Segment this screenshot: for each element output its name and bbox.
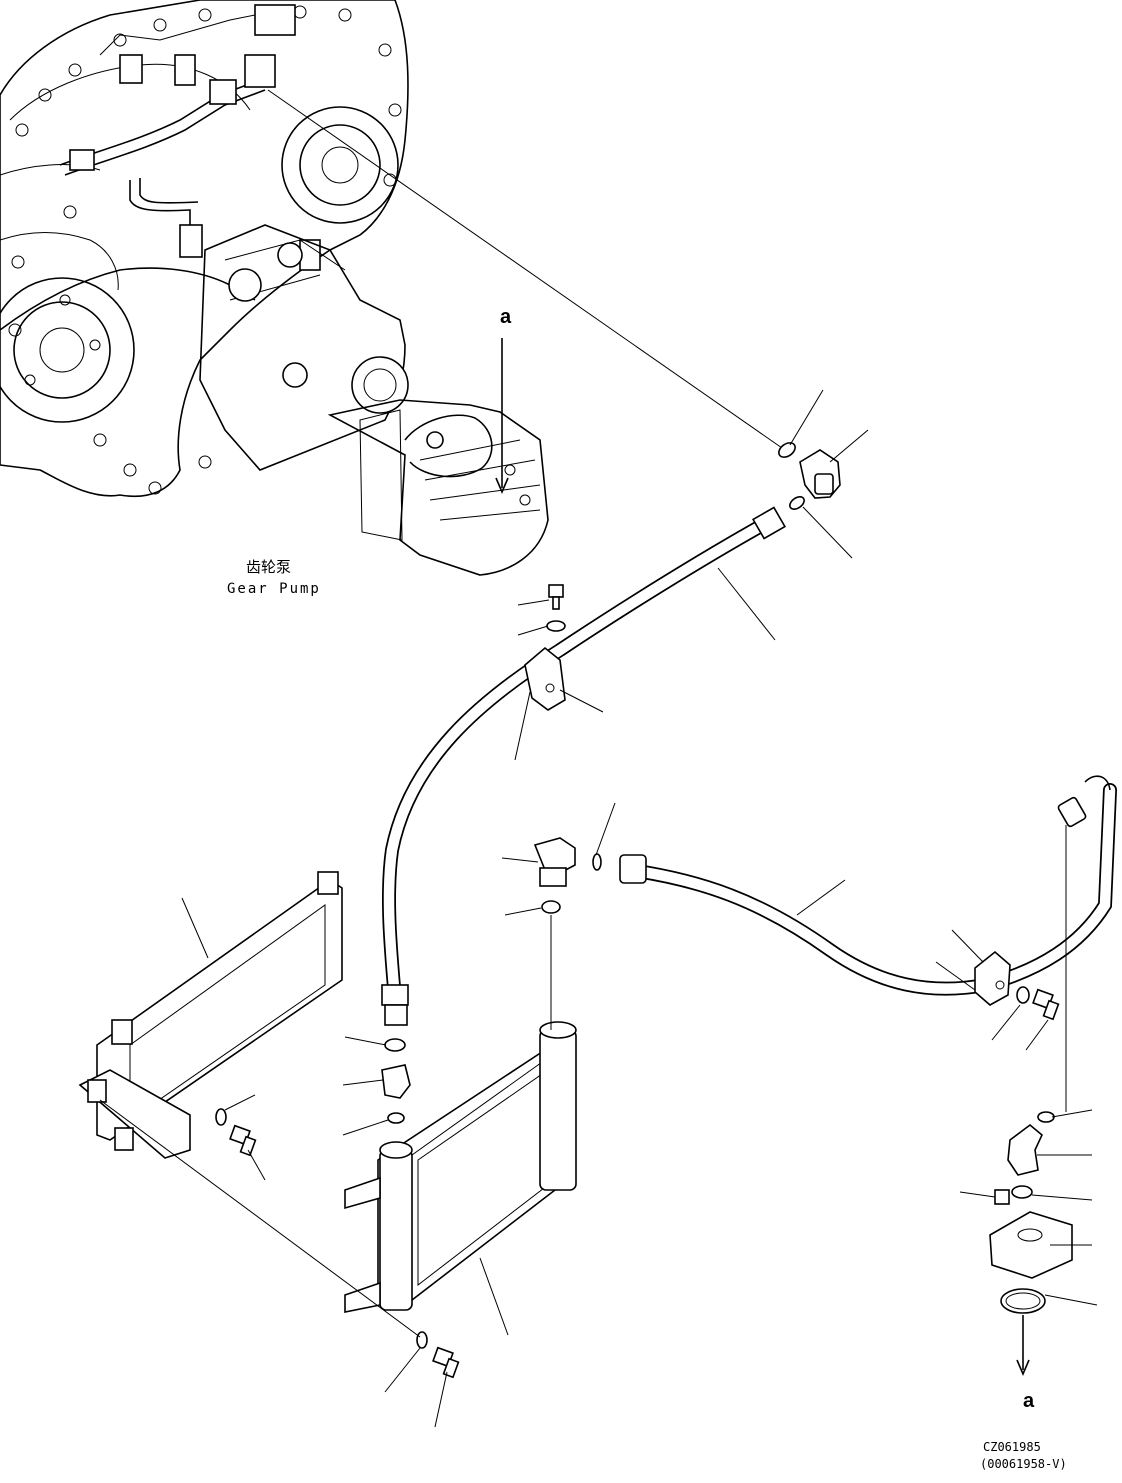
main-pump xyxy=(199,224,409,471)
middle-elbow-fitting xyxy=(533,837,602,914)
clamp-upper xyxy=(524,646,566,711)
radiator-connector-fittings xyxy=(381,1038,411,1124)
lower-hose xyxy=(619,775,1117,996)
upper-elbow-fitting xyxy=(778,442,841,510)
bolt-and-washer-clamp-lower xyxy=(1016,986,1060,1021)
mounting-bracket xyxy=(78,871,343,1159)
reference-label-a-bottom: a xyxy=(1023,1390,1035,1412)
gear-pump-label-cn: 齿轮泵 xyxy=(246,558,292,576)
leader-line-bracket xyxy=(99,1099,421,1338)
lower-right-fittings xyxy=(989,1111,1073,1314)
gear-pump xyxy=(327,399,549,576)
upper-hose xyxy=(381,506,786,1026)
oil-cooler xyxy=(344,1021,577,1313)
drawing-code: CZ061985 xyxy=(983,1440,1041,1454)
gear-pump-label-en: Gear Pump xyxy=(227,581,321,597)
clamp-lower xyxy=(974,950,1011,1006)
reference-label-a-top: a xyxy=(500,306,512,328)
callout-leaders xyxy=(181,389,1098,1428)
transmission-housing xyxy=(0,0,409,497)
leader-line-housing xyxy=(267,89,783,449)
bolt-and-washer-clamp-upper xyxy=(546,584,566,632)
drawing-reference: (00061958-V) xyxy=(980,1457,1067,1471)
bracket-bolts xyxy=(215,1108,460,1379)
